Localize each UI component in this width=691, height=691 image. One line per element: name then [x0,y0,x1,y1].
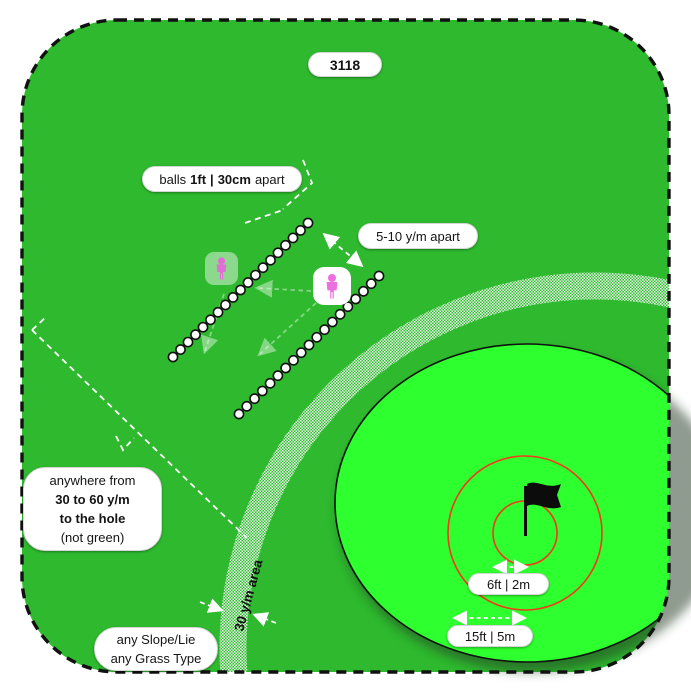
line-spacing-label: 5-10 y/m apart [358,223,478,249]
balls-apart-prefix: balls [159,171,187,187]
golf-ball [197,321,209,333]
golf-ball [182,336,194,348]
hit-zone-label: anywhere from 30 to 60 y/m to the hole (… [23,467,162,551]
golf-ball [280,239,291,251]
golf-ball [302,217,314,229]
golf-ball [233,408,245,420]
golf-ball [212,306,224,318]
drill-number-badge: 3118 [308,52,382,77]
golf-ball [167,351,179,363]
golf-ball [220,299,231,311]
golf-ball [303,339,315,351]
person-icon [216,257,227,280]
golf-ball [241,400,253,412]
balls-apart-value-ft: 1ft [190,171,207,187]
golf-ball [334,308,346,320]
golf-ball [205,314,216,326]
conditions-line1: any Slope/Lie [116,632,196,647]
golf-ball [288,354,299,366]
golf-ball [373,270,385,282]
golf-ball [295,225,306,236]
golf-ball [319,324,330,336]
golf-ball-rows [167,217,385,420]
golf-ball [295,347,307,359]
golf-ball [350,293,362,305]
balls-label-leader [244,159,314,224]
golf-ball [235,284,246,296]
band-arrow-left [199,598,224,613]
outer-target-ring [447,455,603,611]
golf-ball [287,232,299,244]
golf-ball [256,385,268,397]
balls-apart-suffix: apart [254,171,285,187]
golf-ball [227,292,239,303]
hit-zone-line2: 30 to 60 y/m [55,492,130,507]
golf-ball [175,344,186,355]
golf-ball [311,331,323,343]
golf-ball [365,278,377,290]
golf-ball [272,247,284,259]
golf-ball [265,254,276,266]
person-icon [326,274,338,299]
field-dashed-border [20,18,671,674]
golf-ball [264,377,276,389]
hit-zone-line3: to the hole [59,511,126,526]
hit-zone-line1: anywhere from [49,473,136,488]
flag-icon [524,482,561,536]
player-right [313,267,351,305]
golf-ball [242,277,254,288]
inner-radius-label: 6ft | 2m [468,573,549,595]
golf-ball [342,301,354,313]
thirty-ym-band [219,272,669,672]
golf-ball [249,393,260,405]
golf-ball [358,285,369,297]
golf-ball [250,269,261,281]
line-spacing-arrow [322,232,364,268]
conditions-label: any Slope/Lie any Grass Type [94,627,218,671]
golf-ball [190,329,201,341]
distance-dashed-line [31,316,248,539]
golf-ball [257,262,269,274]
conditions-line2: any Grass Type [110,651,202,666]
balls-apart-value-cm: 30cm [217,171,251,187]
balls-apart-label: balls 1ft | 30cm apart [142,166,302,192]
band-arrow-right [252,612,277,627]
balls-apart-separator: | [210,171,214,187]
outer-radius-label: 15ft | 5m [447,625,533,647]
golf-ball [272,370,284,382]
golf-ball [280,362,292,374]
player-left [205,252,238,285]
golf-ball [326,316,338,328]
hit-zone-line4: (not green) [60,530,125,545]
